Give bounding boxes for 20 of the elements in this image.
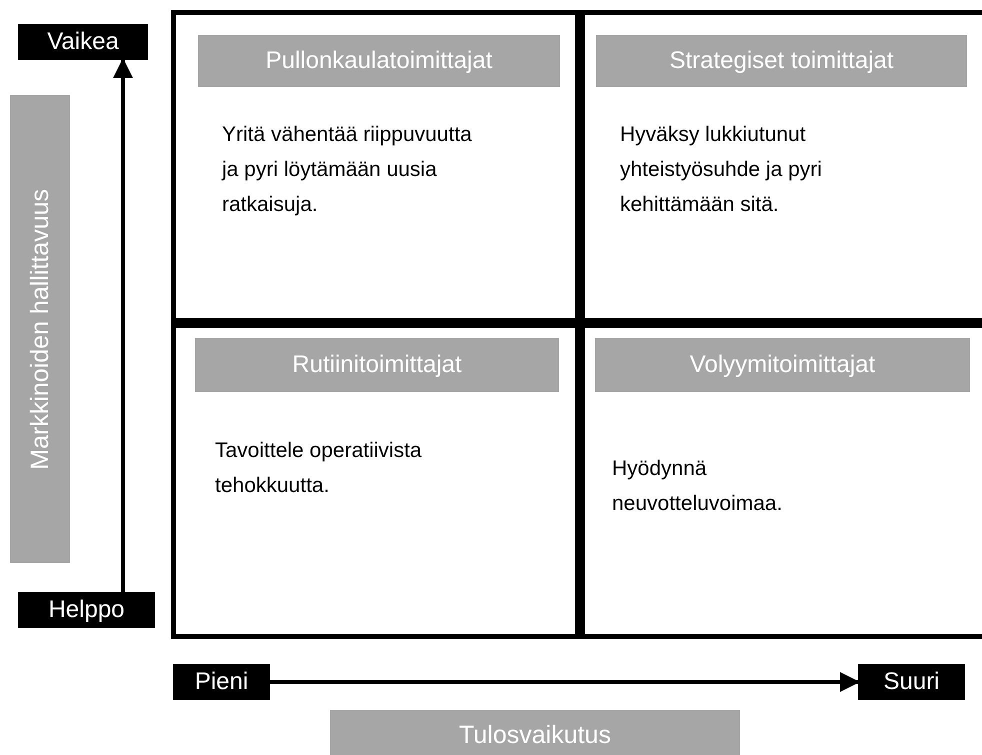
matrix-quadrant	[575, 318, 982, 639]
axis-end-label: Pieni	[173, 664, 270, 700]
matrix-quadrant	[171, 318, 585, 639]
category-header: Strategiset toimittajat	[596, 35, 967, 87]
axis-end-label: Helppo	[18, 592, 155, 628]
axis-end-label: Vaikea	[18, 24, 148, 60]
axis-end-label: Suuri	[858, 664, 965, 700]
quadrant-description: Tavoittele operatiivista tehokkuutta.	[215, 438, 423, 499]
category-header: Rutiinitoimittajat	[195, 338, 559, 392]
arrow	[270, 672, 860, 692]
matrix-quadrant	[171, 10, 585, 328]
axis-title: Tulosvaikutus	[330, 710, 740, 755]
category-header: Volyymitoimittajat	[595, 338, 970, 392]
quadrant-description: Hyödynnä neuvotteluvoimaa.	[612, 456, 784, 517]
quadrant-description: Hyväksy lukkiutunut yhteistyösuhde ja pyri kehittämään sitä.	[620, 122, 823, 218]
matrix-quadrant	[575, 10, 982, 328]
quadrant-description: Yritä vähentää riippuvuutta ja pyri löytämään uusia ratkaisuja.	[222, 122, 473, 218]
arrow	[113, 58, 133, 592]
category-header: Pullonkaulatoimittajat	[198, 35, 560, 87]
axis-title: Markkinoiden hallittavuus	[10, 95, 70, 563]
